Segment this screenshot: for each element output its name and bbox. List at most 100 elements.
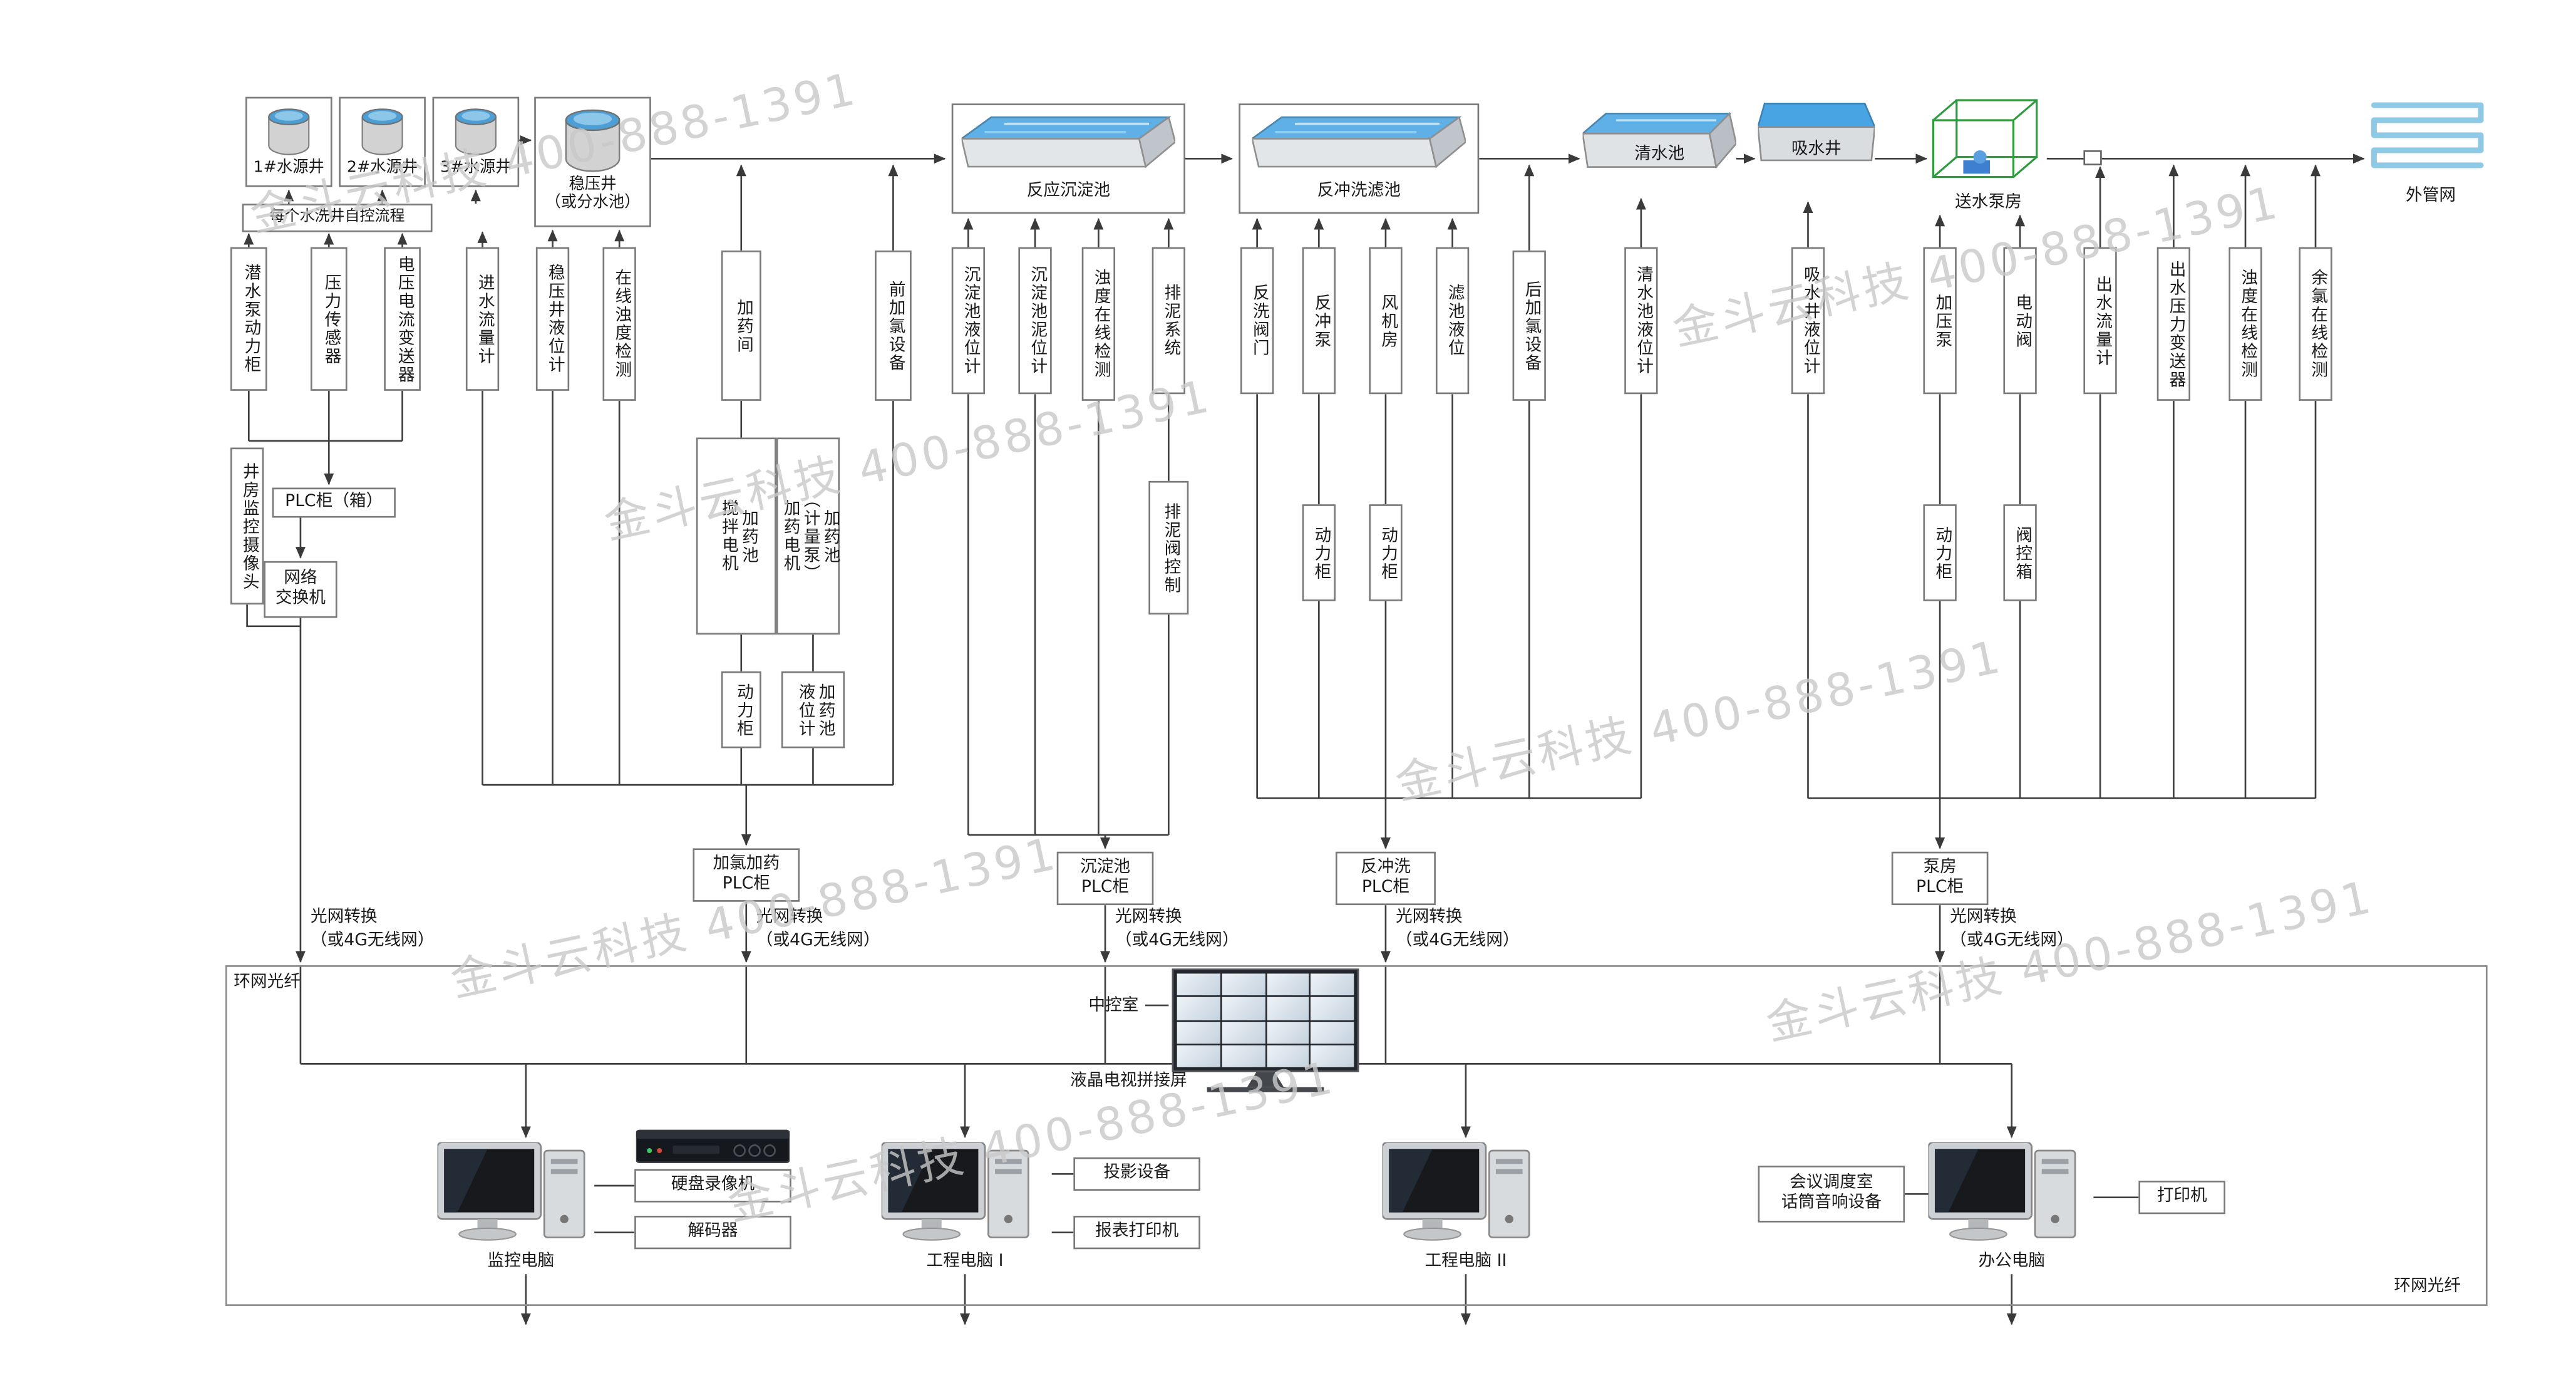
- wall-screen: [1177, 973, 1220, 996]
- mixer-dosing-box: 搅拌电机 加药池: [696, 437, 776, 635]
- wall-screen: [1311, 973, 1354, 996]
- plc-backwash: 反冲洗 PLC柜: [1335, 851, 1436, 906]
- mud-system: 排泥系统: [1151, 247, 1186, 395]
- fiber-note-5: 光网转换 （或4G无线网）: [1950, 908, 2074, 950]
- clear-pool-label: 清水池: [1634, 145, 1685, 164]
- wall-screen: [1221, 1045, 1265, 1067]
- stab-level: 稳压井液位计: [535, 247, 570, 391]
- out-flowmeter: 出水流量计: [2083, 247, 2117, 395]
- pc-office-label: 办公电脑: [1978, 1252, 2046, 1271]
- fiber-note-1: 光网转换 （或4G无线网）: [310, 908, 435, 950]
- vc-transmitter: 电压电流变送器: [384, 247, 421, 391]
- lcd-wall-label: 液晶电视拼接屏: [1070, 1072, 1187, 1091]
- wall-screen: [1177, 1021, 1220, 1044]
- well-2-label: 2#水源井: [346, 158, 418, 177]
- ring-fiber-label-tl: 环网光纤: [234, 973, 301, 992]
- computer-icon: [436, 1141, 585, 1241]
- wall-screen: [1177, 997, 1220, 1020]
- boost-pump: 加压泵: [1923, 247, 1957, 395]
- backwash-valve: 反洗阀门: [1240, 247, 1274, 395]
- well-1: 1#水源井: [245, 96, 332, 187]
- backwash-filter-pool: 反冲洗滤池: [1239, 103, 1480, 214]
- video-wall-stand: [1247, 1072, 1284, 1087]
- sed-level: 沉淀池液位计: [951, 247, 986, 395]
- power-cabinet-dosing: 动力柜: [721, 671, 761, 748]
- sed-mud-level: 沉淀池泥位计: [1018, 247, 1052, 395]
- sub-pump-cabinet: 潜水泵动力柜: [230, 247, 267, 391]
- suction-well-label: 吸水井: [1791, 140, 1842, 159]
- printer-box: 打印机: [2138, 1181, 2226, 1214]
- outer-network-label: 外管网: [2405, 187, 2456, 205]
- plc-sed: 沉淀池 PLC柜: [1056, 851, 1154, 906]
- valve-ctrl-box: 阀控箱: [2003, 504, 2037, 601]
- fiber-note-3: 光网转换 （或4G无线网）: [1115, 908, 1239, 950]
- reaction-pool-label: 反应沉淀池: [1026, 182, 1111, 200]
- wall-screen: [1311, 1021, 1354, 1044]
- online-turbidity: 在线浊度检测: [602, 247, 636, 401]
- stab-well-cylinder-icon: [565, 109, 621, 172]
- well-cylinder-icon: [361, 108, 403, 155]
- power-cabinet-boost: 动力柜: [1923, 504, 1957, 601]
- backwash-pump: 反冲泵: [1302, 247, 1336, 395]
- inlet-flowmeter: 进水流量计: [465, 247, 500, 391]
- suction-level: 吸水井液位计: [1791, 247, 1825, 395]
- wall-screen: [1177, 1045, 1220, 1067]
- pump-house-icon: [1932, 99, 2038, 179]
- fan-room: 风机房: [1369, 247, 1403, 395]
- pool-3d-icon: [1252, 116, 1466, 168]
- dosing-motor-box: 加药电机 （计量泵） 加药池: [776, 437, 840, 635]
- out-pressure: 出水压力变送器: [2156, 247, 2191, 401]
- ring-network-box: [225, 965, 2488, 1306]
- suction-well: 吸水井: [1758, 100, 1875, 197]
- video-wall-screens: [1172, 968, 1359, 1072]
- wall-screen: [1311, 997, 1354, 1020]
- outer-pipe-network: 外管网: [2371, 97, 2491, 214]
- pool-3d-icon: [961, 116, 1176, 168]
- plc-cabinet-box: PLC柜（箱）: [272, 487, 396, 518]
- pressure-sensor: 压力传感器: [310, 247, 348, 391]
- report-printer-box: 报表打印机: [1073, 1215, 1200, 1250]
- computer-icon: [880, 1141, 1029, 1241]
- fiber-note-4: 光网转换 （或4G无线网）: [1395, 908, 1520, 950]
- post-chlorine: 后加氯设备: [1512, 250, 1546, 401]
- turbidity-online-2: 浊度在线检测: [2228, 247, 2262, 401]
- mud-valve-ctrl: 排泥阀控制: [1148, 480, 1189, 615]
- computer-icon: [1381, 1141, 1530, 1241]
- suction-well-icon: [1758, 102, 1875, 162]
- projector-box: 投影设备: [1073, 1157, 1200, 1191]
- residual-chlorine: 余氯在线检测: [2299, 247, 2332, 401]
- dvr-icon: [635, 1129, 791, 1164]
- pc-engineering-1-label: 工程电脑 I: [926, 1252, 1004, 1271]
- turbidity-online-1: 浊度在线检测: [1081, 247, 1116, 401]
- well-camera: 井房监控摄像头: [230, 447, 264, 605]
- ring-fiber-label-br: 环网光纤: [2394, 1277, 2461, 1296]
- wall-screen: [1311, 1045, 1354, 1067]
- level-dosing-box: 液位计 加药池: [781, 671, 845, 748]
- pc-engineering-1: [880, 1141, 1049, 1253]
- stab-well-label: 稳压井 （或分水池）: [545, 175, 641, 213]
- stabilization-well: 稳压井 （或分水池）: [534, 96, 651, 227]
- video-wall: [1172, 968, 1359, 1092]
- pc-engineering-2: [1381, 1141, 1550, 1253]
- well-3: 3#水源井: [432, 96, 520, 187]
- pipe-meter-square: [2083, 150, 2102, 165]
- control-room-label: 中控室: [1088, 997, 1139, 1016]
- dvr-label: 硬盘录像机: [634, 1169, 791, 1203]
- auto-flow-note: 每个水洗井自控流程: [242, 204, 433, 232]
- wall-screen: [1266, 1021, 1309, 1044]
- pipe-network-icon: [2371, 102, 2484, 168]
- power-cabinet-fan: 动力柜: [1369, 504, 1403, 601]
- power-cabinet-backwash: 动力柜: [1302, 504, 1336, 601]
- dosing-room: 加药间: [721, 250, 761, 401]
- wall-screen: [1221, 1021, 1265, 1044]
- clear-pool-3d-icon: [1582, 111, 1736, 169]
- conference-box: 会议调度室 话筒音响设备: [1758, 1166, 1905, 1223]
- fiber-note-2: 光网转换 （或4G无线网）: [756, 908, 880, 950]
- backwash-pool-label: 反冲洗滤池: [1317, 182, 1401, 200]
- wall-screen: [1266, 997, 1309, 1020]
- pump-house: 送水泵房: [1930, 97, 2047, 212]
- pc-office: [1927, 1141, 2095, 1253]
- wall-screen: [1266, 1045, 1309, 1067]
